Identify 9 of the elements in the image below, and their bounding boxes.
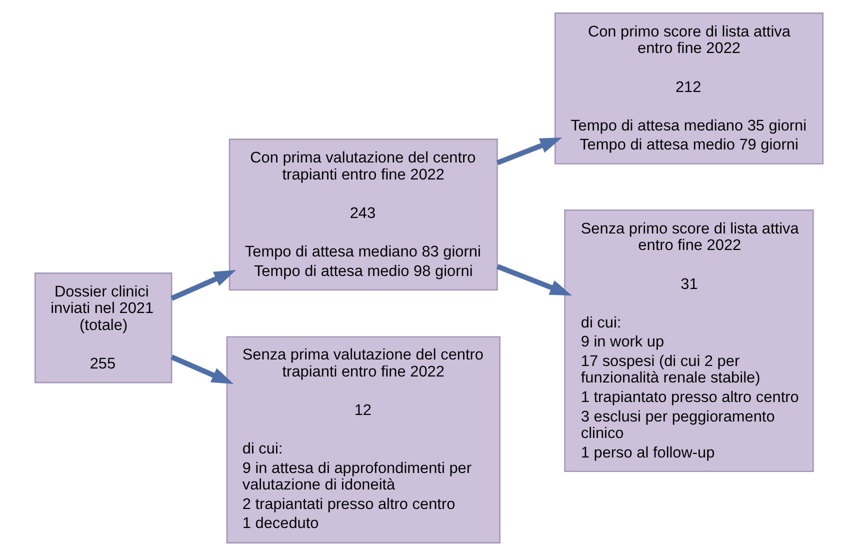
node-box: Dossier clinici inviati nel 2021 (totale) 255 — [34, 272, 172, 384]
arrow — [170, 354, 234, 384]
arrow — [496, 264, 572, 296]
node-box: Con prima valutazione del centro trapianti entro fine 2022 243 Tempo di attesa mediano 83 giorni Tempo di attesa medio 98 giorni — [228, 138, 498, 291]
node-box: Con primo score di lista attiva entro fine 2022 212 Tempo di attesa mediano 35 giorni Tempo di attesa medio 79 giorni — [554, 12, 824, 164]
arrow — [496, 138, 562, 166]
node-box: Senza prima valutazione del centro trapianti entro fine 2022 12 di cui: 9 in attesa di approfondimenti per valutazione di idoneità 2 trapiantati presso altro centro 1 deceduto — [226, 336, 500, 544]
arrow — [170, 270, 236, 301]
node-box: Senza primo score di lista attiva entro fine 2022 31 di cui: 9 in work up 17 sospesi (di cui 2 per funzionalità renale stabile) 1 trapiantato presso altro centro 3 esclusi per peggioramento clinico 1 perso al follow-up — [564, 209, 814, 472]
